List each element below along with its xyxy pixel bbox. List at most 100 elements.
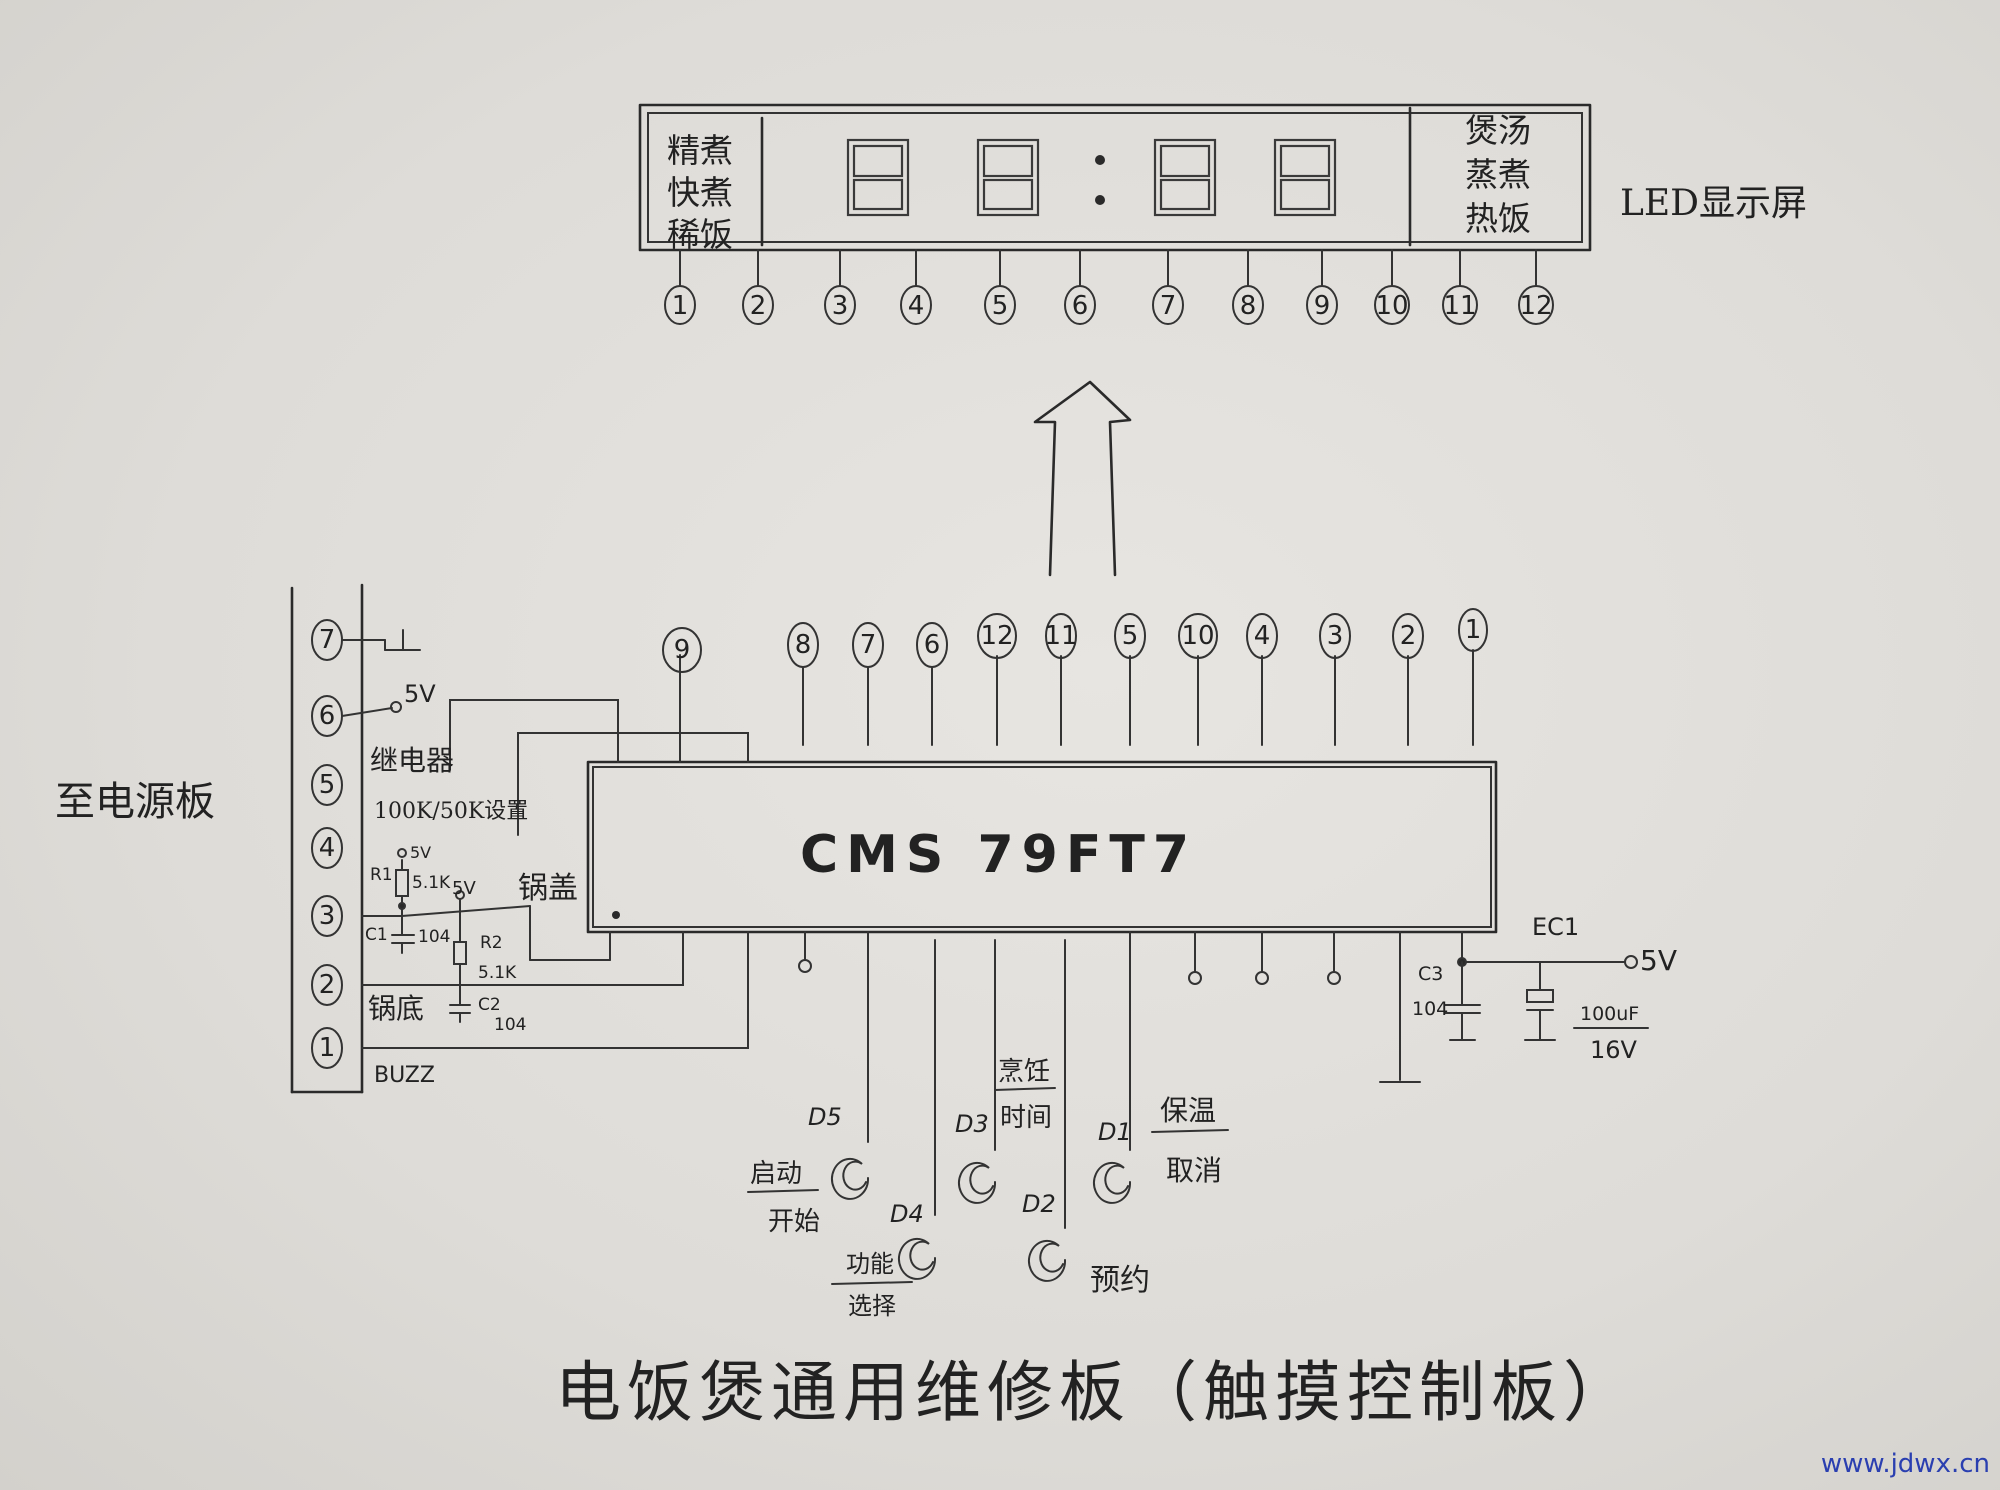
led-pins: 1 2 3 4 5 6 7 8 9 10 11 12	[664, 249, 1554, 325]
touch-pad-d2-icon	[1028, 1239, 1067, 1282]
label-d3: D3	[955, 1110, 989, 1138]
touch-key-d3[interactable]	[958, 1161, 997, 1204]
chip-name: CMS 79FT7	[800, 825, 1197, 885]
d1-label-divider	[1151, 1129, 1229, 1133]
label-r2-5v: 5V	[452, 878, 476, 899]
power-filter	[1444, 931, 1638, 1041]
d3-label-divider	[994, 1087, 1056, 1091]
label-ec1-capacitance: 100uF	[1580, 1003, 1639, 1025]
label-c3: C3	[1418, 963, 1443, 985]
chip-pin-12: 12	[980, 621, 1013, 651]
connector-pin-4: 4	[319, 833, 336, 863]
chip-top-pins: 9 8 7 6 12 11 5 10 4 3 2 1	[662, 608, 1488, 763]
seven-seg-digit-2	[976, 138, 1040, 217]
touch-keys-wiring	[867, 931, 1131, 1229]
chip-body	[586, 760, 1498, 934]
label-r1-5v: 5V	[410, 843, 431, 862]
label-r2-value: 5.1K	[478, 963, 517, 983]
led-pin-8: 8	[1240, 291, 1257, 321]
label-c2: C2	[478, 995, 501, 1015]
label-c2-value: 104	[494, 1015, 526, 1035]
signal-arrow-up	[1033, 380, 1132, 577]
d4-label-divider	[831, 1281, 913, 1285]
label-d5-bottom: 开始	[768, 1207, 820, 1237]
label-d3-top: 烹饪	[998, 1057, 1050, 1087]
led-mode-left-3: 稀饭	[667, 215, 733, 254]
label-d2-text: 预约	[1090, 1263, 1150, 1298]
connector-wiring	[341, 629, 749, 1049]
touch-pad-d5-icon	[831, 1157, 870, 1200]
chip-pin-7: 7	[860, 630, 877, 660]
label-vcc: 5V	[1640, 944, 1677, 977]
label-d5-top: 启动	[750, 1159, 802, 1189]
touch-key-d5[interactable]	[831, 1157, 870, 1200]
label-d3-bottom: 时间	[1000, 1103, 1052, 1133]
connector-pin-3: 3	[319, 901, 336, 931]
label-r1-value: 5.1K	[412, 873, 451, 893]
touch-key-d4[interactable]	[898, 1237, 937, 1280]
label-5v-connector: 5V	[404, 680, 436, 708]
chip-pin-6: 6	[924, 630, 941, 660]
label-lid: 锅盖	[518, 871, 578, 906]
connector-pin-5: 5	[319, 770, 336, 800]
led-frame	[638, 103, 1592, 252]
diagram-title: 电饭煲通用维修板（触摸控制板）	[555, 1354, 1635, 1431]
label-d1: D1	[1098, 1118, 1132, 1146]
chip-pin1-dot	[612, 911, 620, 919]
led-pin-4: 4	[908, 291, 925, 321]
label-d1-top: 保温	[1160, 1094, 1216, 1127]
label-d5: D5	[808, 1103, 842, 1131]
chip-inner	[592, 766, 1492, 928]
led-display-label: LED显示屏	[1620, 183, 1807, 224]
led-mode-left-1: 精煮	[667, 131, 733, 170]
led-pin-3: 3	[832, 291, 849, 321]
label-buzz: BUZZ	[374, 1063, 435, 1088]
led-mode-right-1: 煲汤	[1465, 111, 1531, 150]
chip-bottom-pins	[798, 931, 1421, 1083]
label-ec1: EC1	[1532, 913, 1579, 941]
label-d1-bottom: 取消	[1166, 1154, 1222, 1187]
chip-pin-4: 4	[1254, 621, 1271, 651]
chip-pin-2: 2	[1400, 621, 1417, 651]
connector-pin-1: 1	[319, 1033, 336, 1063]
touch-pad-d1-icon	[1093, 1161, 1132, 1204]
led-mode-left-2: 快煮	[667, 173, 733, 212]
chip-pin-1: 1	[1465, 615, 1482, 645]
led-pin-12: 12	[1519, 291, 1552, 321]
led-pin-2: 2	[750, 291, 767, 321]
led-inner-frame	[647, 112, 1583, 243]
label-resistance-setting: 100K/50K设置	[374, 799, 528, 824]
touch-key-d2[interactable]	[1028, 1239, 1067, 1282]
label-d4: D4	[890, 1200, 924, 1228]
connector-pin-6: 6	[319, 701, 336, 731]
label-bottom: 锅底	[368, 992, 424, 1025]
seven-seg-digit-4	[1273, 138, 1337, 217]
label-c3-value: 104	[1412, 998, 1448, 1020]
led-mode-right-2: 蒸煮	[1465, 155, 1531, 194]
led-pin-1: 1	[672, 291, 689, 321]
connector-pin-2: 2	[319, 970, 336, 1000]
watermark: www.jdwx.cn	[1821, 1449, 1990, 1479]
chip-pin-9: 9	[674, 635, 691, 665]
led-display: 精煮 快煮 稀饭 煲汤 蒸煮 热饭 LED显示屏	[638, 103, 1807, 254]
connector-side-label: 至电源板	[55, 779, 215, 825]
colon-dot-bottom	[1095, 195, 1105, 205]
label-c1-value: 104	[418, 927, 450, 947]
led-pin-11: 11	[1443, 291, 1476, 321]
led-mode-right-3: 热饭	[1465, 199, 1531, 238]
connector-pin-7: 7	[319, 625, 336, 655]
touch-pad-d4-icon	[898, 1237, 937, 1280]
chip-pin-5: 5	[1122, 621, 1139, 651]
colon-dot-top	[1095, 155, 1105, 165]
chip-pin-11: 11	[1044, 621, 1077, 651]
seven-seg-digit-1	[846, 138, 910, 217]
chip-pin-8: 8	[795, 630, 812, 660]
label-d2: D2	[1022, 1190, 1056, 1218]
chip-pin-3: 3	[1327, 621, 1344, 651]
d5-label-divider	[747, 1189, 819, 1193]
mcu-chip: CMS 79FT7	[586, 760, 1498, 934]
power-board-connector: 7 6 5 4 3 2 1 至电源板	[55, 583, 364, 1094]
touch-key-d1[interactable]	[1093, 1161, 1132, 1204]
